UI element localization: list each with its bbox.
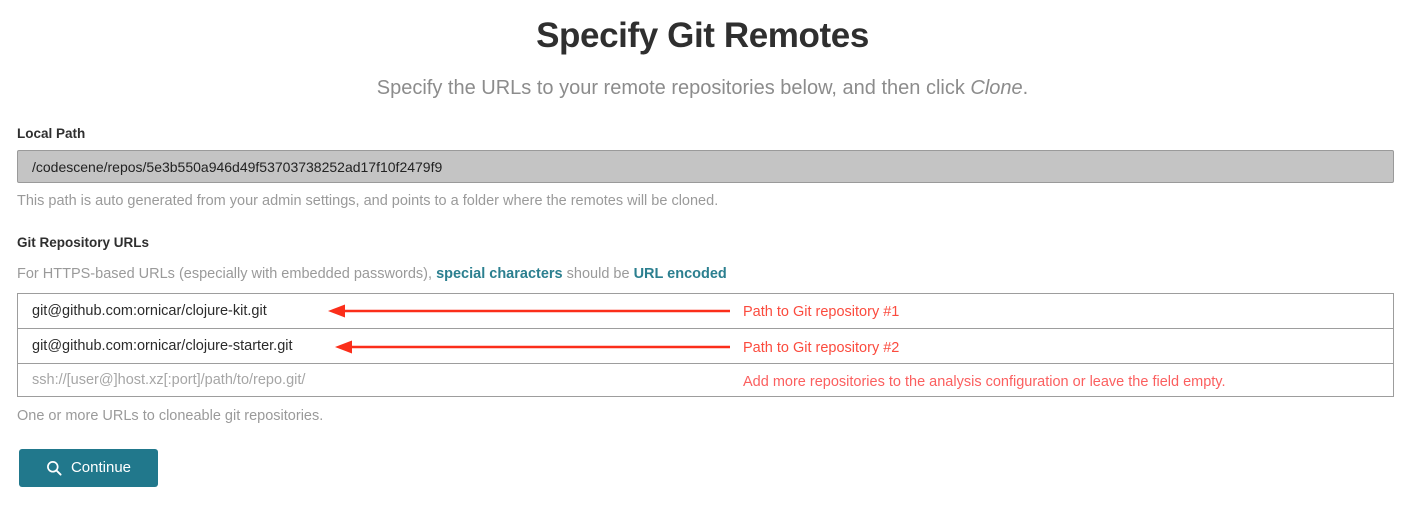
git-url-input-3[interactable] — [17, 363, 1394, 397]
git-urls-help-below: One or more URLs to cloneable git reposi… — [17, 408, 324, 424]
continue-button[interactable]: Continue — [19, 449, 158, 487]
page-subtitle-emphasis: Clone — [970, 77, 1023, 99]
local-path-input — [17, 150, 1394, 183]
special-characters-link[interactable]: special characters — [436, 266, 563, 282]
page-subtitle-text-after: . — [1022, 77, 1029, 99]
git-url-input-stack — [17, 293, 1394, 397]
page-subtitle: Specify the URLs to your remote reposito… — [0, 74, 1405, 102]
git-url-input-2[interactable] — [17, 328, 1394, 364]
annotation-label-2: Path to Git repository #2 — [743, 340, 900, 356]
search-icon — [46, 460, 62, 476]
git-url-input-1[interactable] — [17, 293, 1394, 329]
local-path-help-text: This path is auto generated from your ad… — [17, 193, 719, 209]
continue-button-label: Continue — [70, 459, 132, 476]
url-encoded-link[interactable]: URL encoded — [633, 266, 727, 282]
annotation-label-1: Path to Git repository #1 — [743, 304, 900, 320]
local-path-label: Local Path — [17, 126, 86, 141]
git-urls-help-middle: should be — [562, 266, 634, 282]
page-title: Specify Git Remotes — [536, 16, 869, 55]
annotation-label-3: Add more repositories to the analysis co… — [743, 374, 1226, 390]
git-repository-urls-label: Git Repository URLs — [17, 235, 150, 250]
page-subtitle-text-before: Specify the URLs to your remote reposito… — [376, 77, 971, 99]
git-urls-help-before: For HTTPS-based URLs (especially with em… — [17, 266, 437, 282]
git-urls-help-text: For HTTPS-based URLs (especially with em… — [17, 264, 727, 284]
